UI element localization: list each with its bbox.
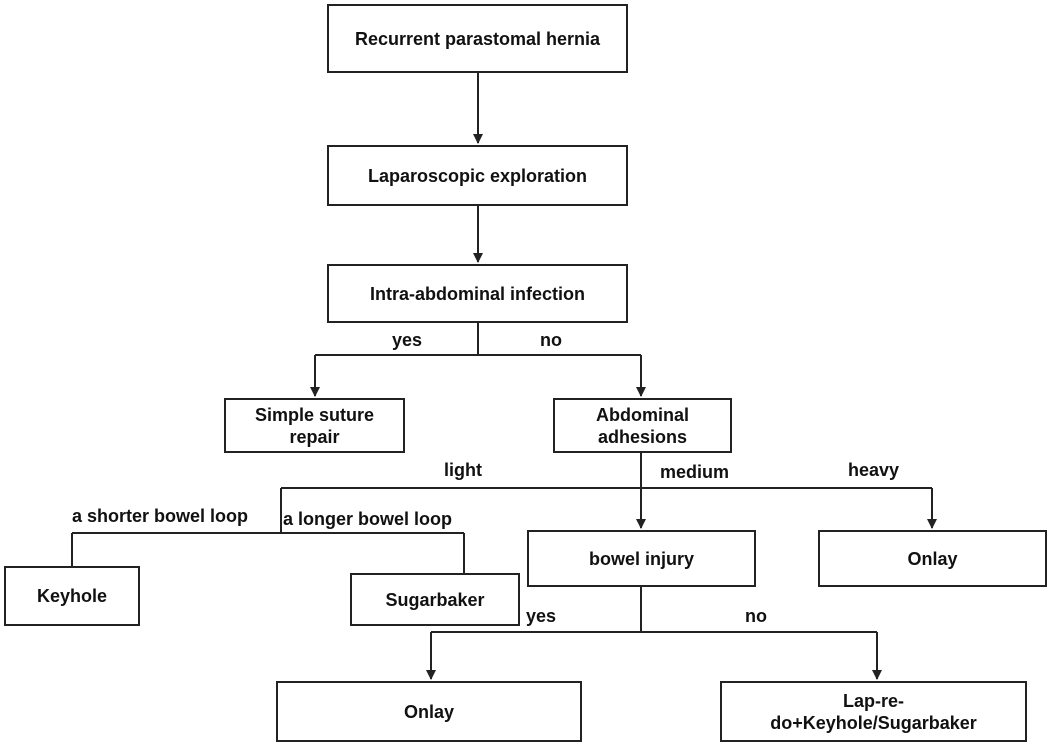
node-sugarbaker: Sugarbaker bbox=[350, 573, 520, 626]
node-abdominal-adhesions-line2: adhesions bbox=[597, 426, 688, 447]
node-intra-abdominal-infection: Intra-abdominal infection bbox=[327, 264, 628, 323]
edge-label-adhesion-medium: medium bbox=[660, 462, 730, 482]
node-laparoscopic-exploration: Laparoscopic exploration bbox=[327, 145, 628, 206]
node-keyhole: Keyhole bbox=[4, 566, 140, 626]
node-simple-suture-line2: repair bbox=[289, 426, 340, 447]
node-lap-redo-line2: do+Keyhole/Sugarbaker bbox=[770, 712, 977, 733]
edge-label-adhesion-light: light bbox=[444, 460, 482, 480]
edge-label-infection-yes: yes bbox=[392, 330, 423, 350]
node-abdominal-adhesions-line1: Abdominal bbox=[596, 404, 689, 425]
node-onlay-injury-label: Onlay bbox=[403, 701, 455, 722]
edge-label-shorter-loop: a shorter bowel loop bbox=[72, 506, 249, 526]
node-bowel-injury-label: bowel injury bbox=[588, 548, 694, 569]
edge-label-injury-yes: yes bbox=[526, 606, 557, 626]
node-keyhole-label: Keyhole bbox=[36, 586, 108, 606]
node-onlay-heavy: Onlay bbox=[818, 530, 1047, 587]
node-lap-redo: Lap-re- do+Keyhole/Sugarbaker bbox=[720, 681, 1027, 742]
edge-label-infection-no: no bbox=[540, 330, 562, 350]
node-simple-suture-repair: Simple suture repair bbox=[224, 398, 405, 453]
node-intra-abdominal-infection-label: Intra-abdominal infection bbox=[369, 283, 585, 304]
edge-label-longer-loop: a longer bowel loop bbox=[283, 509, 453, 529]
edge-label-injury-no: no bbox=[745, 606, 767, 626]
node-recurrent-hernia: Recurrent parastomal hernia bbox=[327, 4, 628, 73]
node-sugarbaker-label: Sugarbaker bbox=[385, 589, 485, 610]
node-recurrent-hernia-label: Recurrent parastomal hernia bbox=[354, 28, 601, 49]
node-abdominal-adhesions: Abdominal adhesions bbox=[553, 398, 732, 453]
node-laparoscopic-exploration-label: Laparoscopic exploration bbox=[367, 165, 588, 186]
node-bowel-injury: bowel injury bbox=[527, 530, 756, 587]
edge-label-adhesion-heavy: heavy bbox=[848, 460, 900, 480]
node-lap-redo-line1: Lap-re- bbox=[842, 690, 904, 711]
node-onlay-heavy-label: Onlay bbox=[907, 548, 958, 569]
node-simple-suture-line1: Simple suture bbox=[254, 404, 375, 425]
node-onlay-injury: Onlay bbox=[276, 681, 582, 742]
